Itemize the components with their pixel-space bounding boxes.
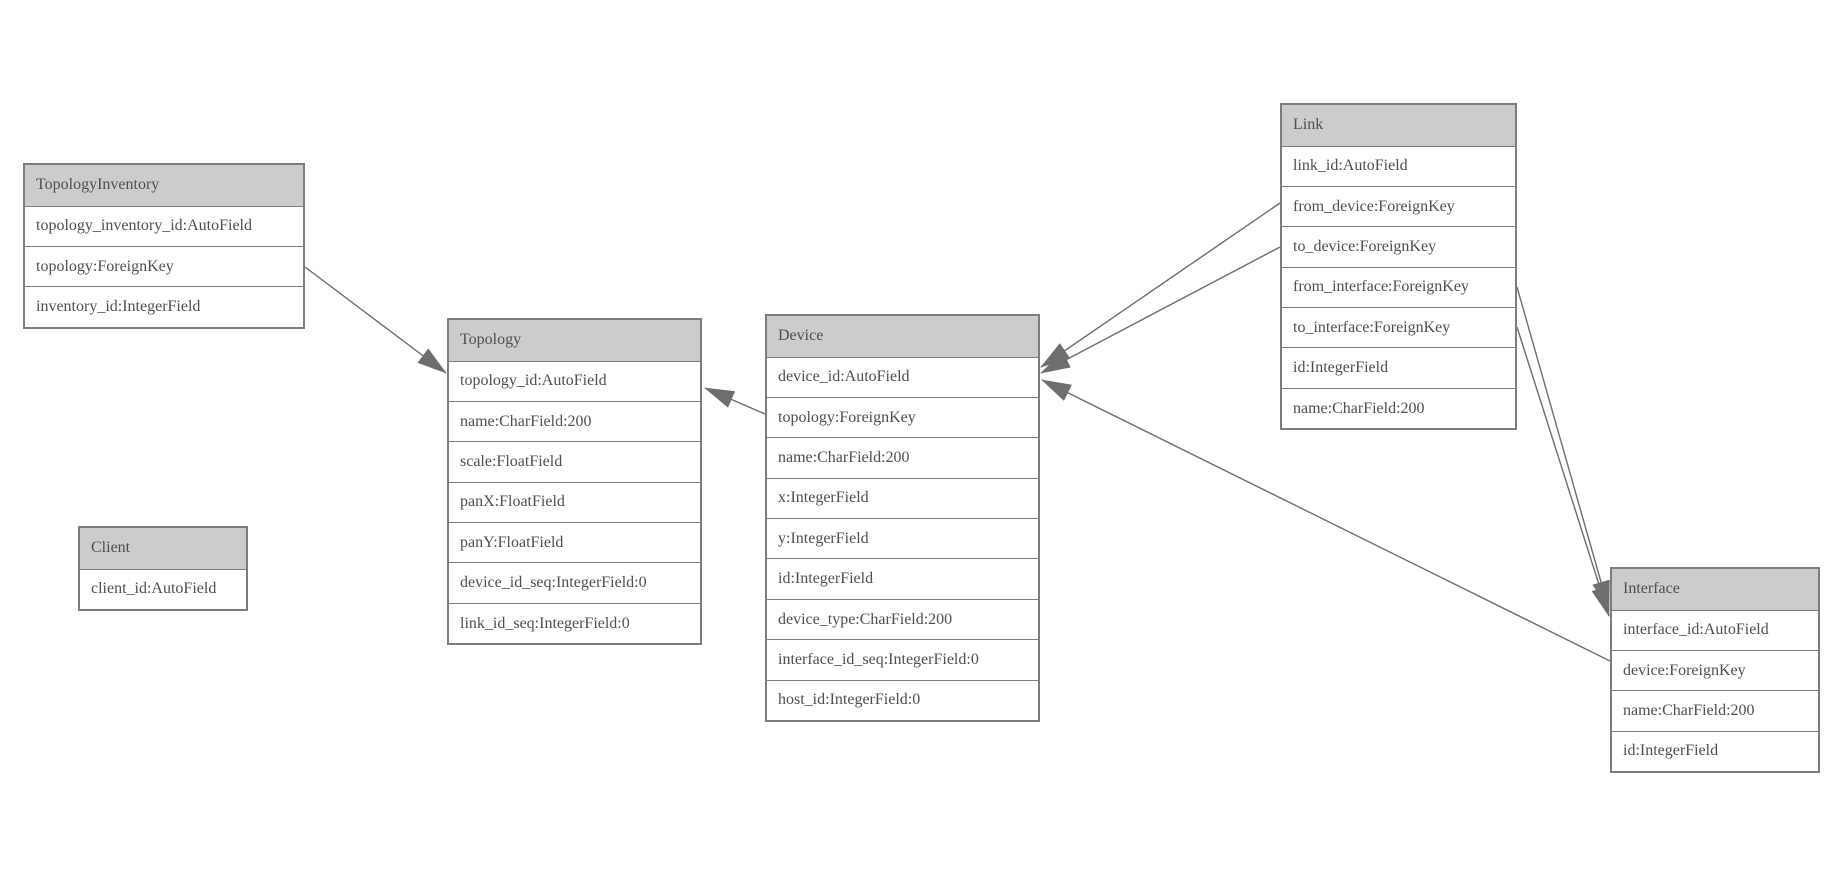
- entity-topology-title: Topology: [449, 320, 700, 361]
- entity-field-row: id:IntegerField: [1282, 347, 1515, 388]
- entity-field-row: topology_inventory_id:AutoField: [25, 205, 303, 246]
- entity-field-row: device:ForeignKey: [1612, 649, 1818, 691]
- entity-field-row: device_id_seq:IntegerField:0: [449, 562, 700, 603]
- entity-field-row: x:IntegerField: [767, 477, 1038, 519]
- entity-field-row: device_type:CharField:200: [767, 598, 1038, 640]
- entity-field-row: id:IntegerField: [1612, 730, 1818, 772]
- entity-field-row: host_id:IntegerField:0: [767, 679, 1038, 721]
- entity-client-title: Client: [80, 528, 246, 569]
- entity-field-row: interface_id_seq:IntegerField:0: [767, 639, 1038, 680]
- entity-field-row: client_id:AutoField: [80, 568, 246, 609]
- entity-link-title: Link: [1282, 105, 1515, 146]
- edge-device-topology: [704, 387, 766, 415]
- entity-field-row: id:IntegerField: [767, 558, 1038, 599]
- entity-field-row: inventory_id:IntegerField: [25, 286, 303, 327]
- entity-field-row: from_interface:ForeignKey: [1282, 266, 1515, 308]
- edge-topologyinventory-topology: [304, 266, 447, 374]
- entity-field-row: to_interface:ForeignKey: [1282, 307, 1515, 348]
- entity-field-row: from_device:ForeignKey: [1282, 185, 1515, 227]
- entity-field-row: topology:ForeignKey: [767, 396, 1038, 438]
- entity-topologyinventory-title: TopologyInventory: [25, 165, 303, 206]
- entity-field-row: scale:FloatField: [449, 441, 700, 482]
- entity-field-row: name:CharField:200: [1282, 387, 1515, 429]
- entity-field-row: link_id_seq:IntegerField:0: [449, 602, 700, 644]
- edge-link-to-interface: [1516, 326, 1610, 617]
- edge-link-from-interface: [1516, 286, 1610, 611]
- entity-field-row: to_device:ForeignKey: [1282, 226, 1515, 267]
- entity-field-row: device_id:AutoField: [767, 356, 1038, 397]
- entity-field-row: name:CharField:200: [449, 400, 700, 442]
- edge-link-to-device: [1040, 246, 1281, 374]
- entity-field-row: panY:FloatField: [449, 522, 700, 563]
- entity-field-row: name:CharField:200: [767, 437, 1038, 478]
- entity-field-row: topology_id:AutoField: [449, 360, 700, 401]
- entity-field-row: interface_id:AutoField: [1612, 609, 1818, 650]
- entity-field-row: panX:FloatField: [449, 481, 700, 523]
- entity-field-row: y:IntegerField: [767, 518, 1038, 559]
- entity-device-title: Device: [767, 316, 1038, 357]
- entity-field-row: name:CharField:200: [1612, 690, 1818, 731]
- entity-field-row: link_id:AutoField: [1282, 145, 1515, 186]
- entity-field-row: topology:ForeignKey: [25, 245, 303, 287]
- edge-link-from-device: [1040, 202, 1281, 368]
- entity-interface-title: Interface: [1612, 569, 1818, 610]
- edge-interface-device: [1041, 379, 1611, 662]
